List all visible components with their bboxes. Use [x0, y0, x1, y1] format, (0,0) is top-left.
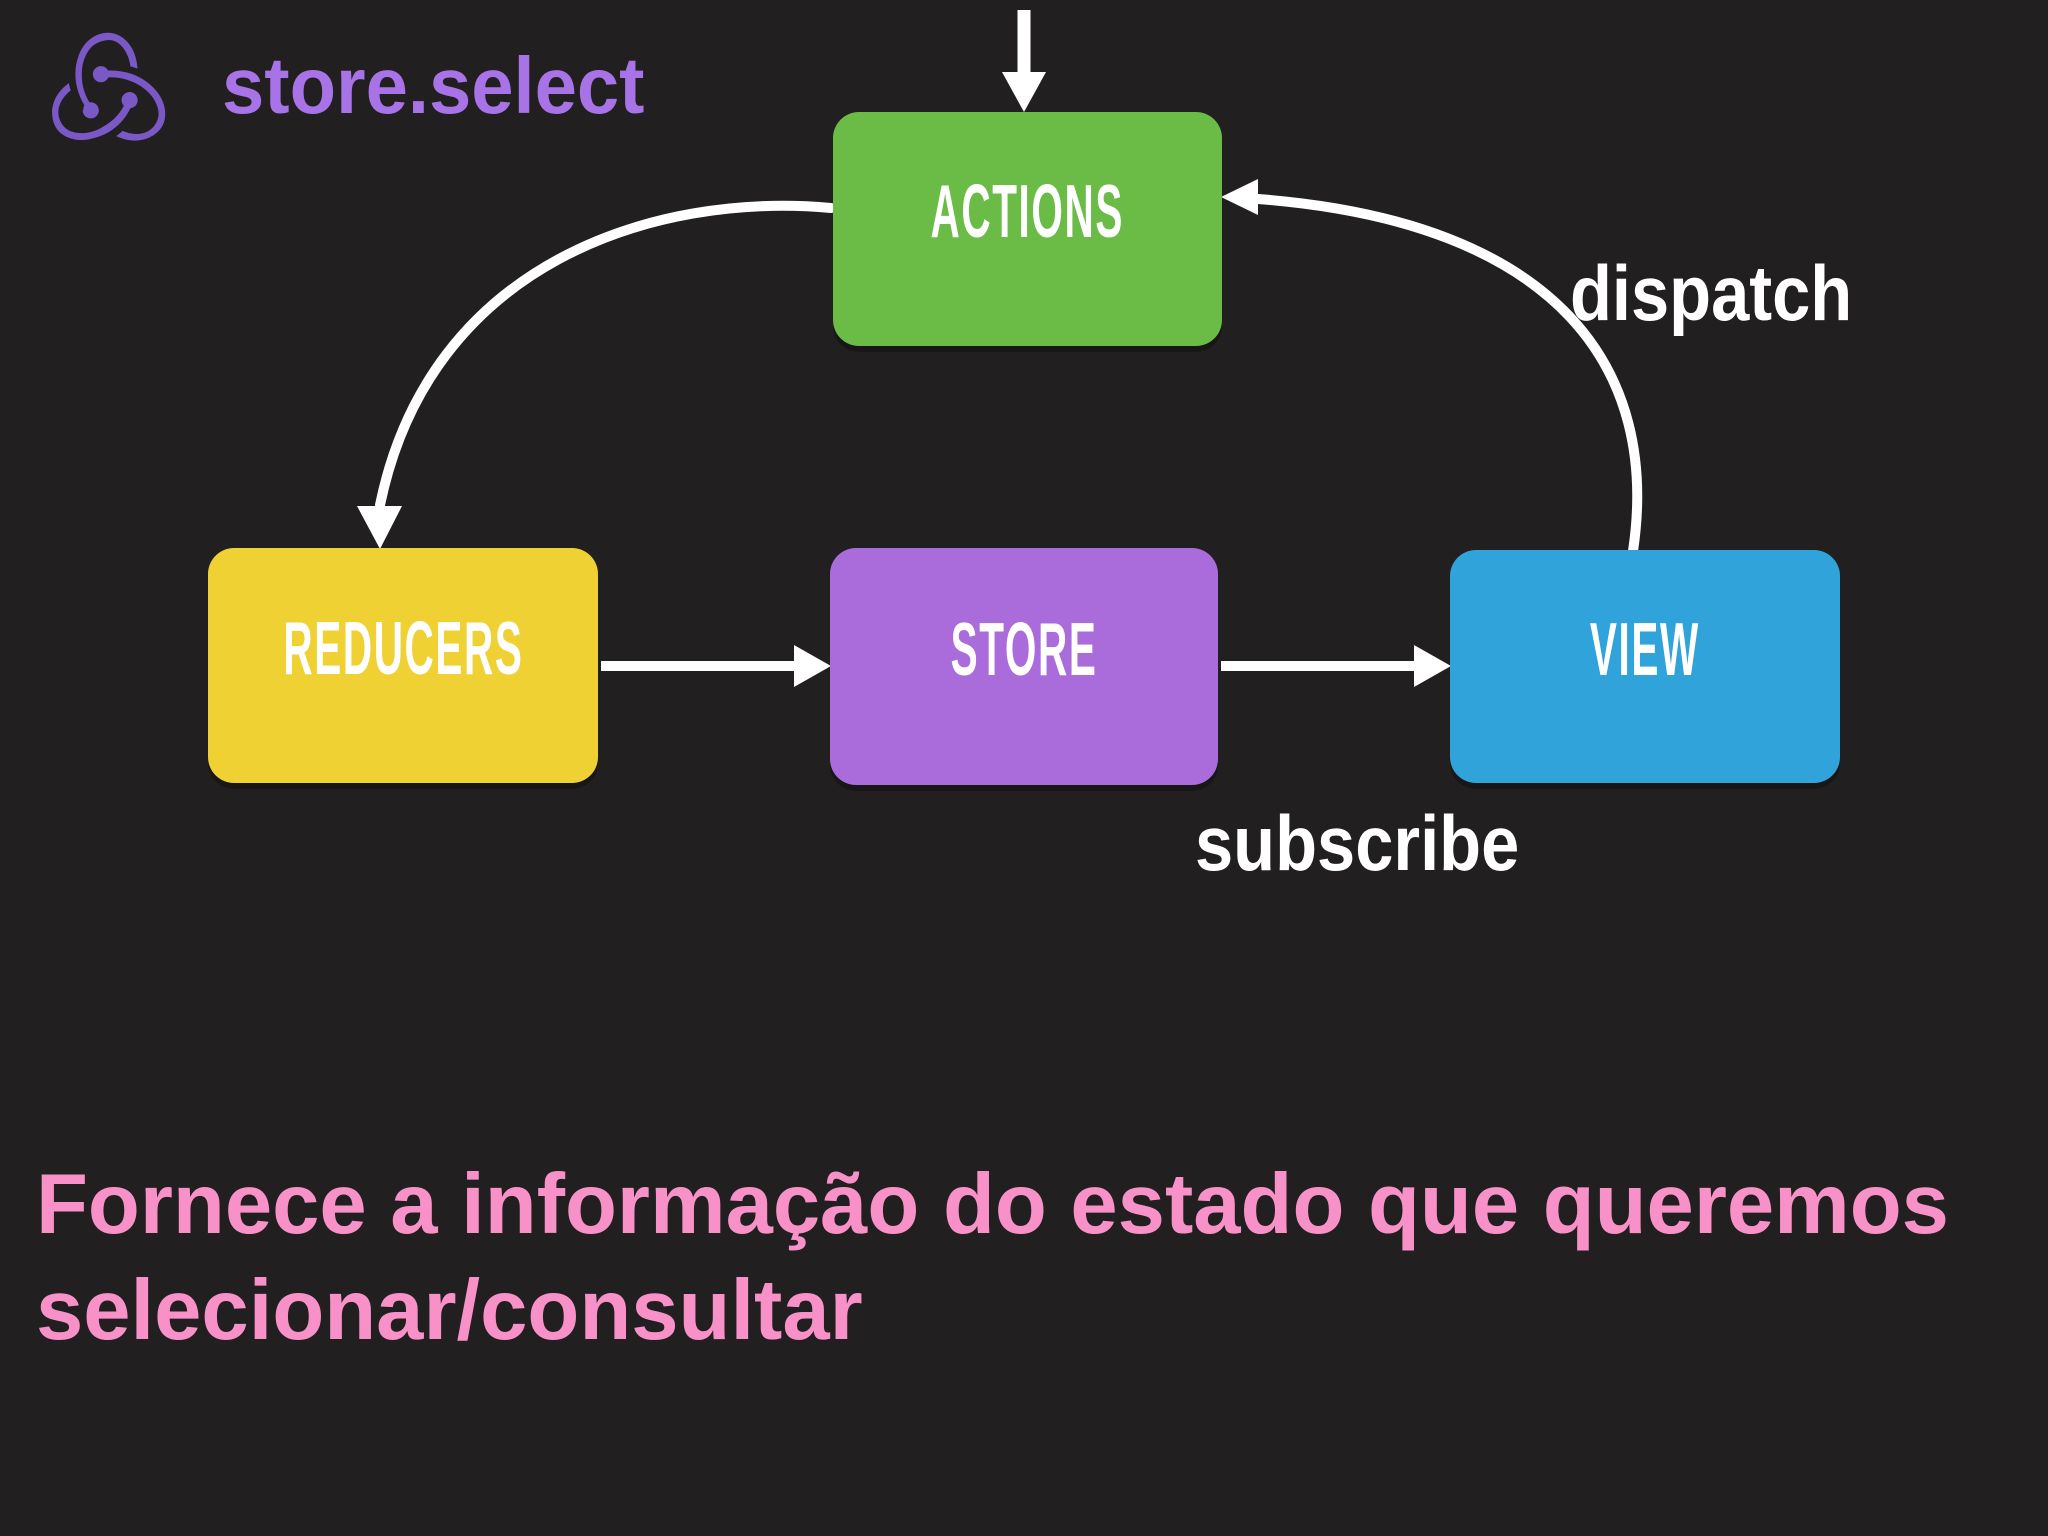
node-reducers-label: REDUCERS: [282, 605, 524, 690]
node-reducers: REDUCERS: [208, 548, 598, 783]
arrowhead-into-reducers: [357, 506, 402, 549]
arrowhead-into-actions-right: [1221, 179, 1258, 215]
node-actions: ACTIONS: [833, 112, 1222, 346]
redux-logo-icon: [52, 32, 166, 141]
edge-label-dispatch: dispatch: [1570, 249, 1853, 337]
node-store: STORE: [830, 548, 1218, 785]
page-title: store.select: [222, 41, 645, 130]
arrow-actions-to-reducers-curve: [375, 200, 836, 510]
caption-line-1: Fornece a informação do estado que quere…: [36, 1157, 1949, 1252]
node-store-label: STORE: [950, 606, 1098, 691]
arrowhead-into-store: [794, 645, 831, 687]
arrowhead-into-view: [1414, 645, 1451, 687]
node-actions-label: ACTIONS: [930, 169, 1125, 253]
edge-label-subscribe: subscribe: [1195, 799, 1520, 887]
caption-line-2: selecionar/consultar: [36, 1263, 863, 1358]
arrowhead-into-actions-top: [1002, 72, 1046, 112]
caption: Fornece a informação do estado que quere…: [36, 1152, 1949, 1364]
node-view-label: VIEW: [1590, 606, 1700, 691]
node-view: VIEW: [1450, 550, 1840, 783]
arrow-view-to-actions-dispatch-curve: [1253, 194, 1643, 556]
